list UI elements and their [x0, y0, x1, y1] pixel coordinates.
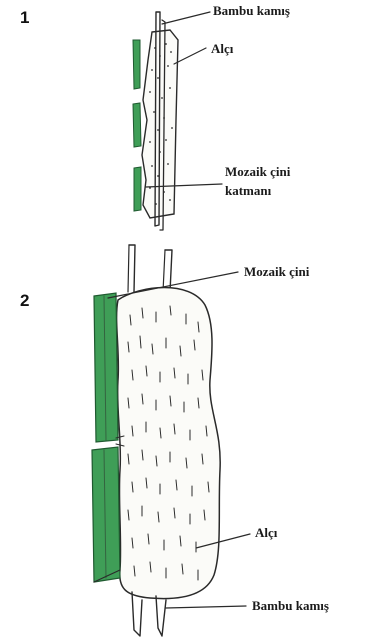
figure-2-mosaic-tile-label: Mozaik çini	[244, 264, 310, 279]
figure-1-number: 1	[20, 8, 29, 27]
figure-2-bamboo-bottom-right	[156, 596, 166, 636]
figure-2-bamboo-leader	[166, 606, 246, 608]
figure-1-tile-layer-label-line1: Mozaik çini	[225, 164, 291, 179]
figure-2-plaster-blob	[117, 288, 221, 599]
figure-2-plaster-label: Alçı	[255, 525, 278, 540]
figure-2: 2	[20, 245, 329, 636]
figure-2-bamboo-top-right-line	[163, 250, 165, 292]
figure-1-plaster-leader	[174, 48, 206, 64]
figure-1-tile	[133, 103, 141, 147]
figure-2-bamboo-label: Bambu kamış	[252, 598, 329, 613]
figure-1-mosaic-tiles	[133, 40, 141, 211]
figure-2-bamboo-top-left	[129, 245, 135, 292]
figure-1: 1 Bambu kamış Alçı Mozaik	[20, 3, 291, 230]
figure-1-bamboo-leader	[162, 12, 210, 24]
figure-2-bamboo-top-left-line	[128, 245, 129, 292]
figure-2-bamboo-bottom-left	[132, 592, 142, 636]
figure-1-tile-layer-label-line2: katmanı	[225, 183, 272, 198]
figure-1-bamboo-label: Bambu kamış	[213, 3, 290, 18]
figure-2-number: 2	[20, 291, 29, 310]
figure-1-plaster-label: Alçı	[211, 41, 234, 56]
figure-1-tile	[134, 167, 141, 211]
figure-1-tile	[133, 40, 140, 89]
